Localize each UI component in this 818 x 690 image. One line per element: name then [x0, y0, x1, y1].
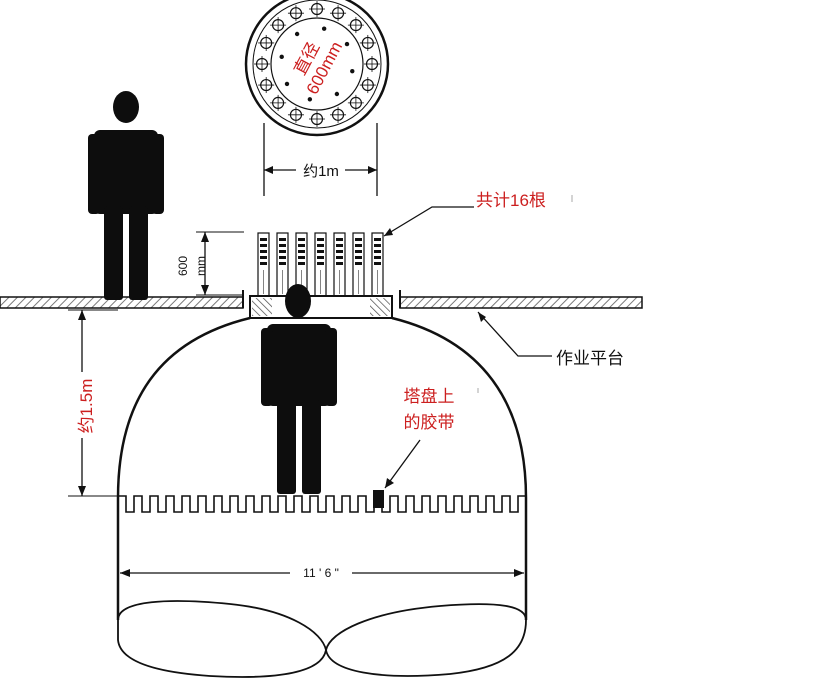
ring-bolt [359, 34, 376, 51]
person-inside-column-icon [261, 284, 337, 494]
height-1-5m-label: 约1.5m [77, 379, 96, 434]
ring-inner-mark [284, 81, 290, 87]
ring-bolt [270, 17, 287, 34]
width-1m-label: 约1m [303, 163, 339, 180]
ring-bolt [309, 111, 325, 127]
pipe-height-dimension: 600 mm [176, 231, 244, 296]
dome-width-label: 11 ' 6 " [303, 566, 339, 580]
height-1-5m-dimension: 约1.5m [68, 309, 118, 497]
ring-bolt [347, 94, 364, 111]
ring-inner-mark [350, 68, 355, 74]
ring-bolt [254, 56, 270, 72]
ring-bolt [330, 5, 347, 22]
sample-pipe [276, 232, 289, 297]
sample-pipe [257, 232, 270, 297]
person-on-platform-icon [88, 91, 164, 300]
ring-inner-mark [344, 41, 350, 47]
ring-bolt [330, 106, 347, 123]
pipe-height-number: 600 [176, 256, 190, 276]
ring-bolt [258, 34, 275, 51]
sample-pipe [333, 232, 346, 297]
ring-inner-mark [334, 91, 340, 97]
ring-inner-mark [307, 97, 313, 102]
tape-label-line2: 的胶带 [404, 413, 455, 432]
ring-inner-mark [294, 31, 300, 37]
ring-inner-mark [279, 54, 284, 60]
ring-bolt [309, 1, 325, 17]
ring-bolt [287, 106, 304, 123]
ring-bolt [287, 5, 304, 22]
tape-callout: 塔盘上 的胶带 [384, 387, 479, 489]
sample-pipe [352, 232, 365, 297]
work-platform-callout: 作业平台 [477, 311, 624, 368]
tray-deck [117, 490, 527, 513]
column-dome [116, 316, 528, 678]
sample-pipes [257, 232, 384, 297]
width-1m-dimension: 约1m [263, 123, 378, 196]
ring-bolts [254, 1, 380, 127]
ring-bolt [270, 94, 287, 111]
tape-label-line1: 塔盘上 [404, 387, 455, 406]
ring-bolt [347, 17, 364, 34]
sample-pipe [314, 232, 327, 297]
total-count-callout: 共计16根 [383, 191, 573, 237]
sample-pipe [371, 232, 384, 297]
ring-bolt [258, 77, 275, 94]
ring-bolt [364, 56, 380, 72]
ring-bolt [359, 77, 376, 94]
dome-width-dimension: 11 ' 6 " [120, 566, 524, 580]
pipe-height-unit: mm [194, 256, 208, 276]
ring-inner-mark [321, 26, 327, 31]
total-count-label: 共计16根 [476, 191, 546, 210]
flange-ring [244, 0, 390, 137]
work-platform-label: 作业平台 [556, 349, 624, 368]
